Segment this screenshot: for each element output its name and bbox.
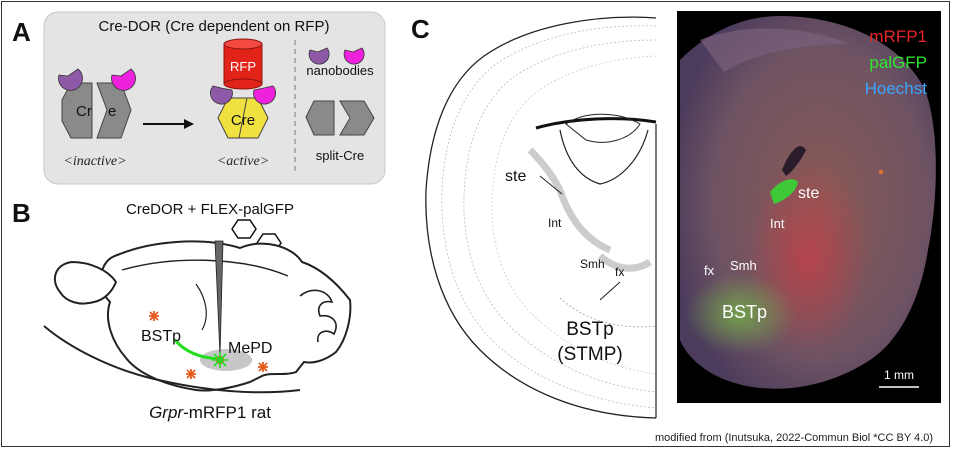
region-mepd-label: MePD xyxy=(228,340,272,357)
micrograph-ste-signal xyxy=(770,179,798,204)
injection-needle xyxy=(214,240,224,357)
orange-star-icon xyxy=(149,311,159,321)
micro-label-smh: Smh xyxy=(730,258,757,273)
panel-a-title: Cre-DOR (Cre dependent on RFP) xyxy=(99,18,330,35)
atlas-label-ste: ste xyxy=(505,168,526,185)
panel-c-label: C xyxy=(411,14,430,44)
atlas-label-bstp: BSTp xyxy=(566,319,614,340)
atlas-ste-pointer xyxy=(539,175,563,195)
active-caption: <active> xyxy=(217,154,269,169)
cre-fragment-left-text: Cr xyxy=(76,103,92,120)
brainstem-lower xyxy=(43,325,301,394)
atlas-hippocampus xyxy=(565,113,641,143)
nanobodies-label: nanobodies xyxy=(306,63,374,78)
nanobody-magenta-icon xyxy=(343,47,365,65)
atlas-section xyxy=(425,16,657,419)
rfp-cylinder-body xyxy=(223,43,263,85)
micro-label-int: Int xyxy=(770,216,785,231)
olfactory-bulb-outline xyxy=(53,260,118,305)
nanobody-purple-icon xyxy=(210,85,233,105)
activation-arrow-head xyxy=(184,119,194,129)
atlas-label-stmp: (STMP) xyxy=(557,344,622,365)
micro-label-fx: fx xyxy=(704,263,715,278)
atlas-bstp-pointer xyxy=(599,281,621,301)
legend-mrfp1: mRFP1 xyxy=(869,27,927,46)
rat-caption: Grpr-mRFP1 rat xyxy=(149,403,271,422)
split-cre-left-shape xyxy=(305,100,335,136)
legend-hoechst: Hoechst xyxy=(865,79,928,98)
atlas-stria-terminalis xyxy=(527,147,564,192)
micrograph-spot xyxy=(878,169,884,175)
split-cre-label: split-Cre xyxy=(316,148,364,163)
nanobody-magenta-icon xyxy=(111,68,136,91)
cre-fragment-right-text: e xyxy=(108,103,116,120)
atlas-label-fx: fx xyxy=(615,265,624,279)
atlas-internal-capsule xyxy=(556,188,612,254)
rfp-label: RFP xyxy=(230,59,256,74)
panel-a-label: A xyxy=(12,17,31,47)
fluorescence-micrograph: 1 mm mRFP1 palGFP Hoechst ste Int fx Smh… xyxy=(677,11,941,403)
atlas-label-smh: Smh xyxy=(580,257,605,271)
cortex-inner-line xyxy=(121,259,289,277)
gfp-projection xyxy=(173,339,221,361)
atlas-region-lower xyxy=(597,253,652,272)
orange-star-icon xyxy=(186,369,196,379)
atlas-cortex-layer-3 xyxy=(491,55,657,375)
inactive-caption: <inactive> xyxy=(63,154,126,169)
region-bstp-label: BSTp xyxy=(141,328,181,345)
scale-bar-label: 1 mm xyxy=(884,368,914,382)
mepd-star xyxy=(212,352,228,368)
rat-caption-gene: Grpr xyxy=(149,403,184,422)
atlas-outer-outline xyxy=(425,16,657,419)
cre-split-line xyxy=(238,97,248,139)
injection-label: CreDOR + FLEX-palGFP xyxy=(126,201,294,218)
micrograph-palgfp-signal xyxy=(684,274,796,354)
credit-line: modified from (Inutsuka, 2022-Commun Bio… xyxy=(655,432,933,444)
hexagon-icon xyxy=(231,219,257,239)
panel-b-label: B xyxy=(12,198,31,228)
rfp-cylinder-bottom xyxy=(223,78,263,90)
inactive-split-cre: Cr e xyxy=(58,68,136,139)
nanobody-magenta-icon xyxy=(253,85,276,105)
orange-star-icon xyxy=(258,362,268,372)
micrograph-ventricle xyxy=(782,146,806,176)
active-cre-complex: Cre RFP xyxy=(210,38,276,139)
nanobody-purple-icon xyxy=(58,68,83,91)
split-cre-right-shape xyxy=(339,100,375,136)
atlas-label-int: Int xyxy=(548,216,562,230)
micrograph-dorsal-cortex xyxy=(700,28,850,72)
atlas-ventricle xyxy=(559,129,649,185)
hippocampal-line xyxy=(195,283,207,331)
atlas-hypothalamus xyxy=(559,297,657,328)
nanobody-purple-icon xyxy=(308,47,330,65)
legend-palgfp: palGFP xyxy=(869,53,927,72)
atlas-cortex-layer-1 xyxy=(441,25,657,409)
micro-label-bstp: BSTp xyxy=(722,302,767,322)
cre-active-text: Cre xyxy=(231,112,255,129)
rat-caption-suffix: -mRFP1 rat xyxy=(183,403,271,422)
rfp-cylinder-top xyxy=(223,38,263,50)
atlas-corpus-callosum xyxy=(535,117,657,130)
micro-label-ste: ste xyxy=(798,185,819,202)
rat-brain-outline xyxy=(99,240,352,392)
cerebellum-folds xyxy=(299,289,337,343)
